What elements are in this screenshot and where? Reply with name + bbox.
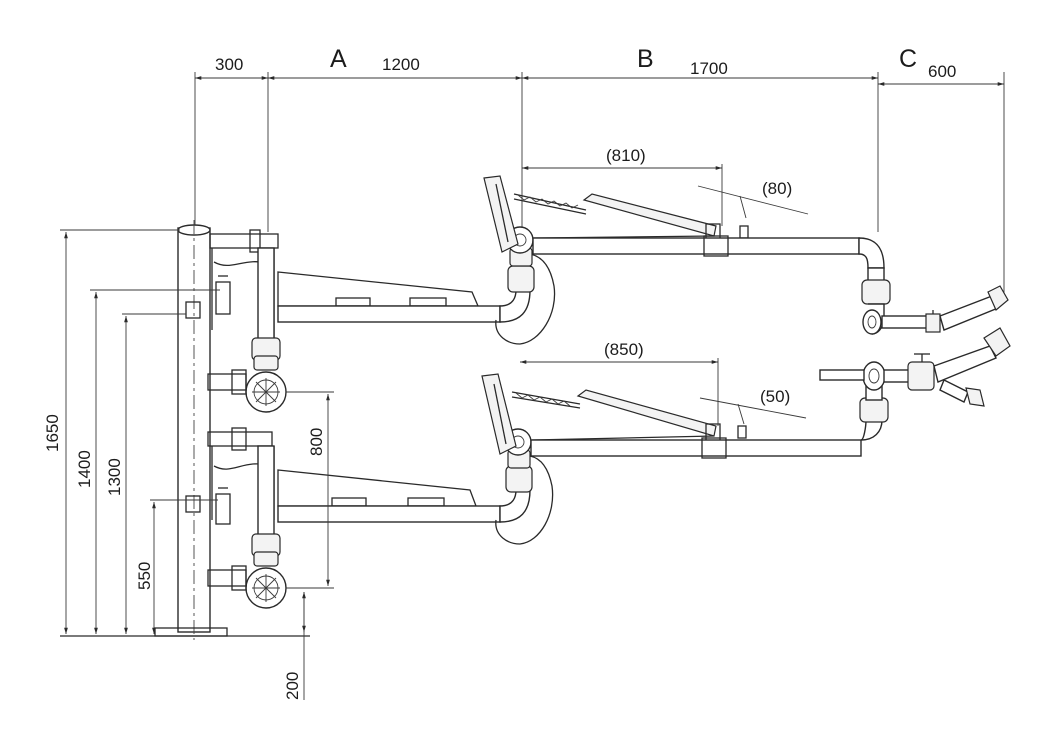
dim-50: (50) — [760, 387, 790, 406]
dim-800: 800 — [307, 428, 326, 456]
riser-column — [60, 220, 310, 640]
lower-loading-arm — [207, 327, 1011, 609]
section-label-a: A — [330, 45, 347, 73]
dim-200: 200 — [283, 672, 302, 700]
top-dimension-chain — [194, 72, 1005, 300]
dim-1300: 1300 — [105, 458, 124, 496]
dim-600: 600 — [928, 62, 956, 81]
dim-1400: 1400 — [75, 450, 94, 488]
section-label-c: C — [899, 45, 917, 73]
lower-arm-dimensions — [520, 358, 807, 426]
vertical-dimensions — [60, 229, 334, 700]
dim-1700: 1700 — [690, 59, 728, 78]
section-label-b: B — [637, 45, 654, 73]
dim-850: (850) — [604, 340, 644, 359]
upper-loading-arm — [207, 175, 1009, 413]
dim-1650: 1650 — [43, 414, 62, 452]
dim-300: 300 — [215, 55, 243, 74]
dim-1200: 1200 — [382, 55, 420, 74]
dim-810: (810) — [606, 146, 646, 165]
dim-80: (80) — [762, 179, 792, 198]
dim-550: 550 — [135, 562, 154, 590]
upper-arm-dimensions — [522, 164, 809, 226]
